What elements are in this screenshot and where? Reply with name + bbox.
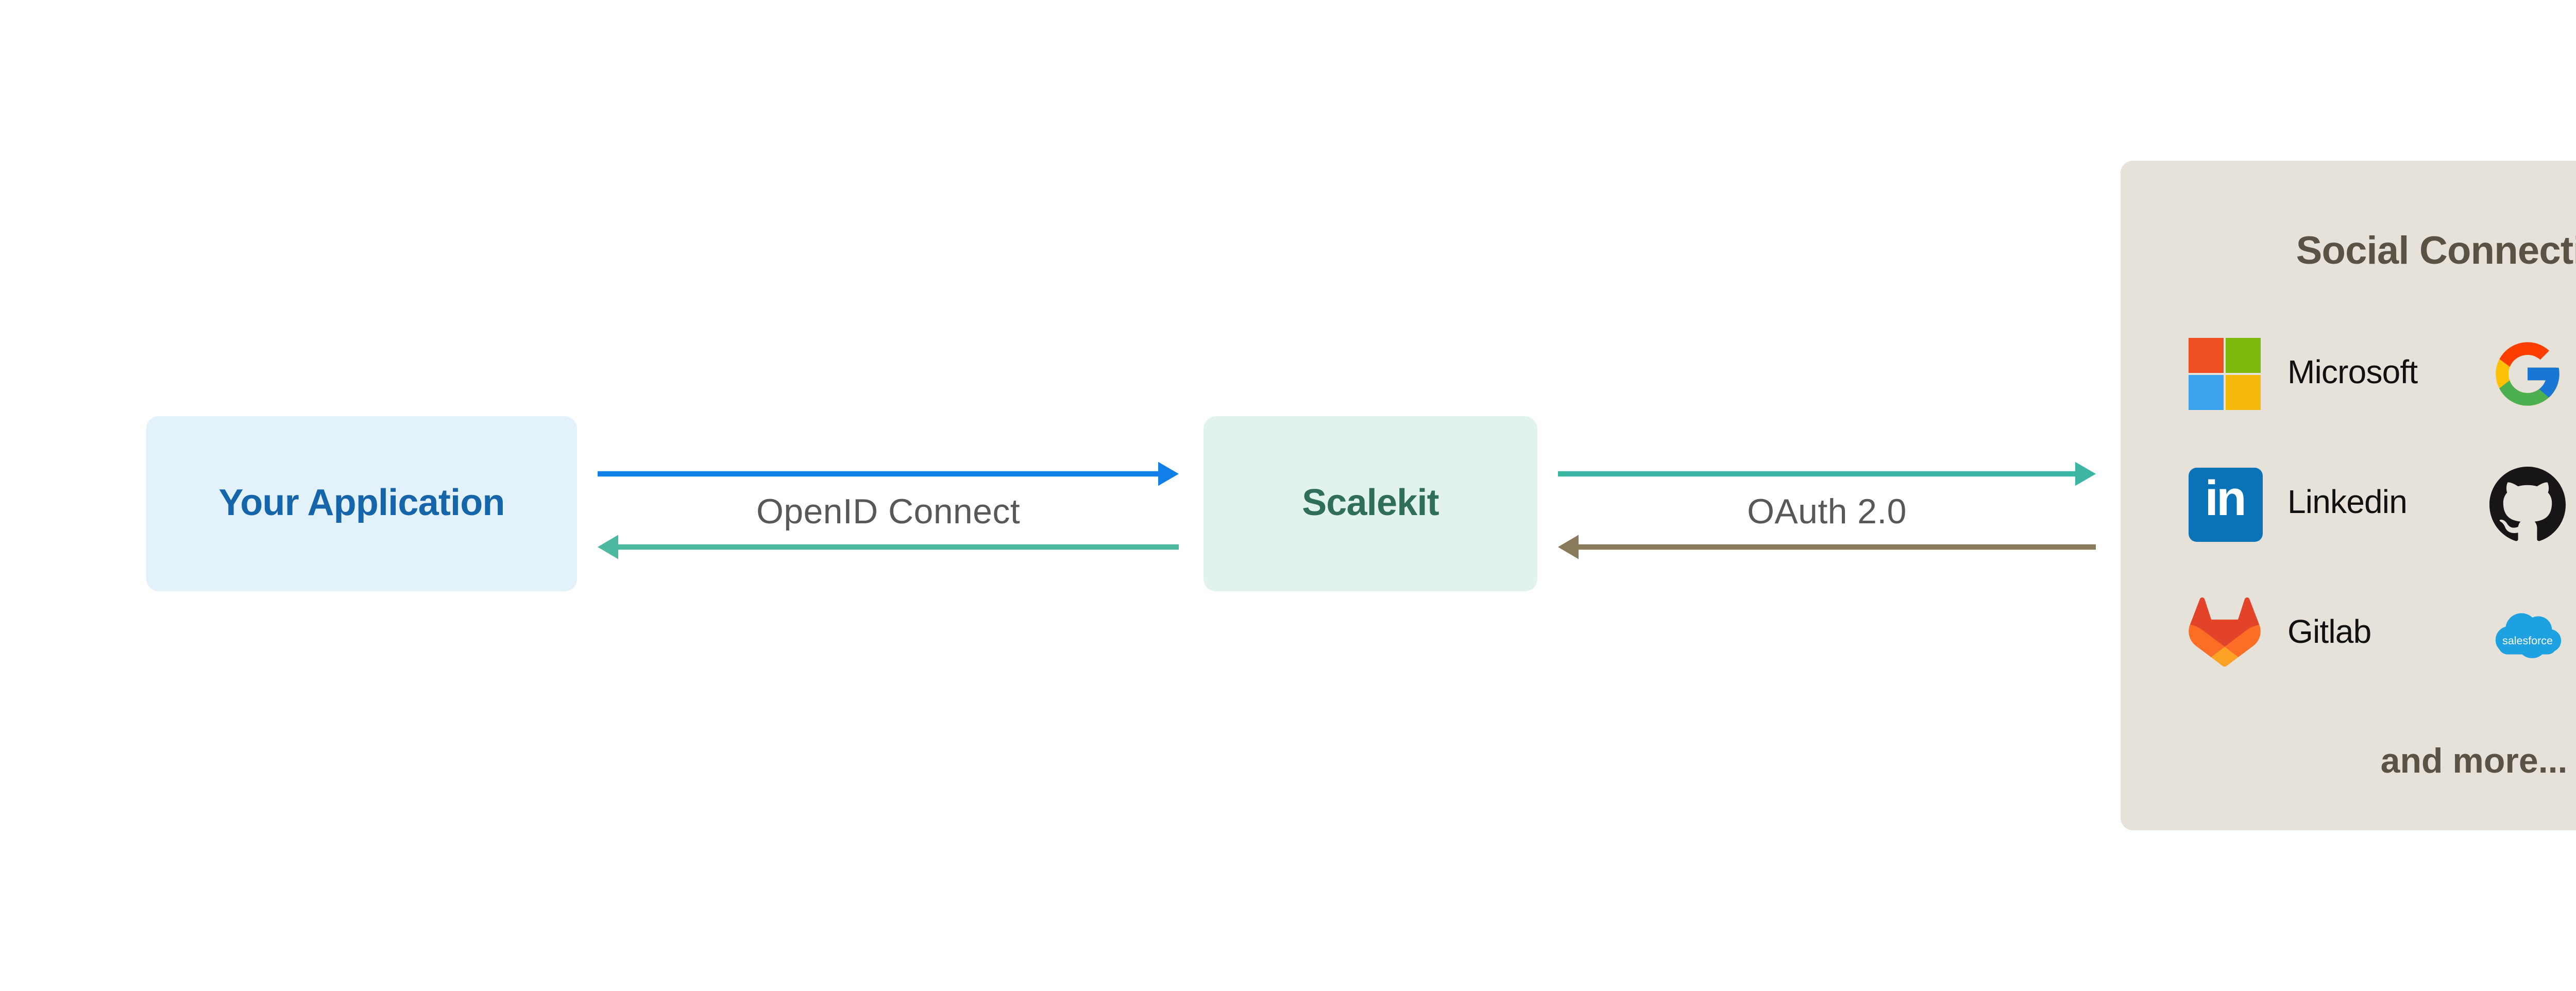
- node-your-application: Your Application: [146, 416, 577, 591]
- connection-label: Gitlab: [2287, 615, 2371, 650]
- connection-gitlab: Gitlab: [2187, 588, 2371, 679]
- arrow-left-icon: [598, 535, 1179, 559]
- arrow-left-icon: [1558, 535, 2096, 559]
- linkedin-icon: in: [2187, 466, 2263, 542]
- connection-label: Microsoft: [2287, 355, 2418, 390]
- oauth-label: OAuth 2.0: [1747, 492, 1907, 532]
- node-your-application-label: Your Application: [218, 482, 505, 523]
- openid-connect-label: OpenID Connect: [756, 492, 1021, 532]
- panel-title: Social Connections: [2296, 231, 2576, 274]
- svg-text:salesforce: salesforce: [2502, 634, 2553, 646]
- salesforce-icon: salesforce: [2489, 595, 2566, 672]
- google-icon: [2489, 336, 2566, 412]
- connection-github: Github: [2489, 458, 2576, 549]
- arrow-right-icon: [1558, 462, 2096, 486]
- panel-footer: and more...: [2380, 742, 2568, 781]
- connection-google: Google: [2489, 329, 2576, 419]
- connection-microsoft: Microsoft: [2187, 329, 2418, 419]
- connection-label: Linkedin: [2287, 485, 2408, 520]
- microsoft-icon: [2187, 336, 2263, 412]
- node-scalekit: Scalekit: [1204, 416, 1537, 591]
- social-connections-panel: Social Connections Microsoft Go: [2121, 161, 2576, 830]
- oauth-arrows: [1558, 462, 2096, 559]
- arrow-right-icon: [598, 462, 1179, 486]
- connection-linkedin: in Linkedin: [2187, 458, 2408, 549]
- openid-connect-arrows: [598, 462, 1179, 559]
- connection-salesforce: salesforce Salesforce: [2489, 588, 2576, 679]
- github-icon: [2489, 466, 2566, 542]
- gitlab-icon: [2187, 595, 2263, 672]
- node-scalekit-label: Scalekit: [1302, 482, 1439, 523]
